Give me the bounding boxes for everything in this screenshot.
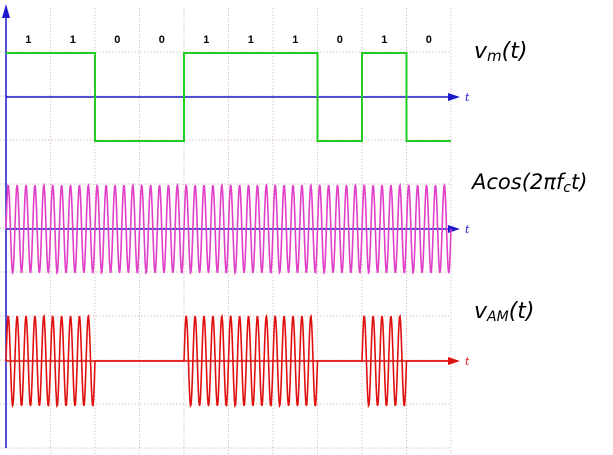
message-signal-label: vm(t) <box>474 39 527 65</box>
carrier-signal-label: Acos(2πfct) <box>470 170 587 196</box>
bit-label: 1 <box>381 34 387 46</box>
vertical-axis-arrow-icon <box>2 4 10 18</box>
carrier-waveform <box>5 182 452 276</box>
bit-label: 0 <box>426 34 432 46</box>
bit-label: 0 <box>114 34 120 46</box>
message-axis-arrow-icon <box>448 93 460 101</box>
bit-label: 0 <box>337 34 343 46</box>
carrier-axis-label: t <box>465 223 470 236</box>
modulated-axis-label: t <box>465 355 470 368</box>
bit-label: 1 <box>70 34 76 46</box>
modulated-signal-label: vAM(t) <box>474 299 534 325</box>
am-modulated-waveform <box>5 313 451 409</box>
message-waveform <box>6 52 451 142</box>
bit-label: 1 <box>203 34 209 46</box>
bit-label: 1 <box>248 34 254 46</box>
bit-label: 0 <box>159 34 165 46</box>
bit-sequence: 1 1 0 0 1 1 1 0 1 0 <box>25 34 432 46</box>
bit-label: 1 <box>25 34 31 46</box>
bit-label: 1 <box>292 34 298 46</box>
carrier-axis-arrow-icon <box>448 225 460 233</box>
modulated-axis-arrow-icon <box>448 357 460 365</box>
message-axis-label: t <box>465 91 470 104</box>
